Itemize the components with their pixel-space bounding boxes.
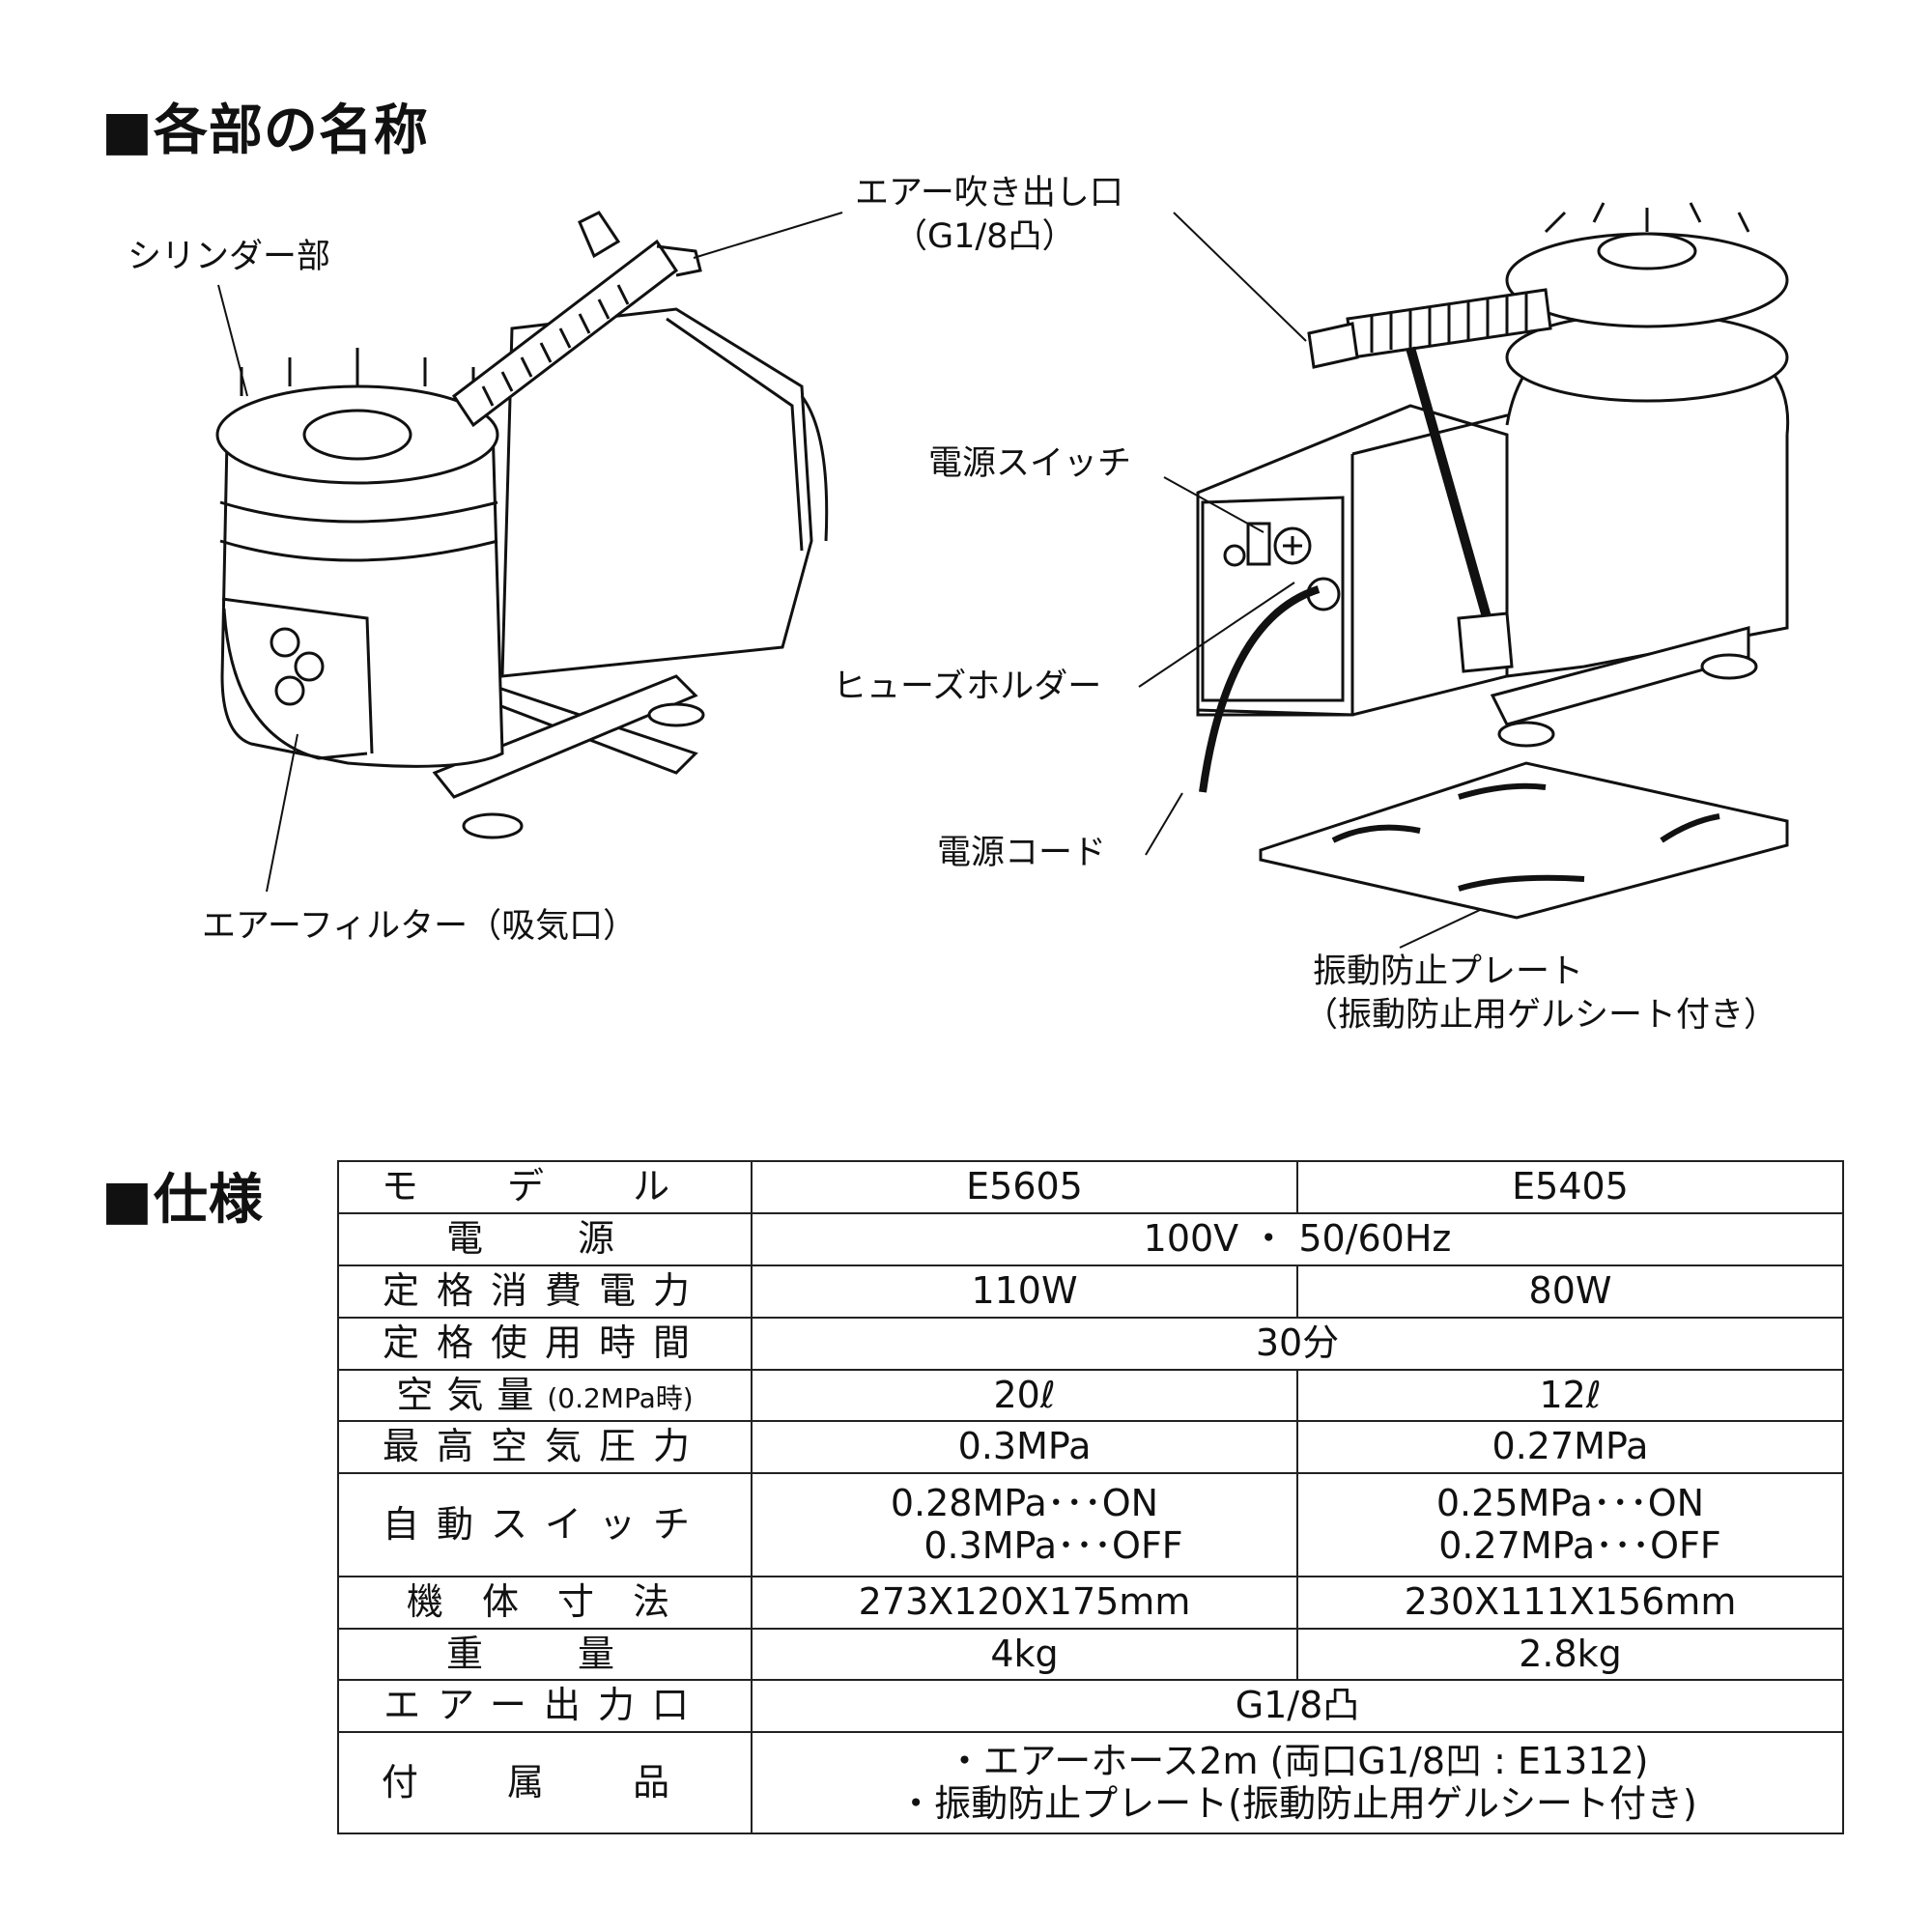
table-row: 電 源 100V ・ 50/60Hz xyxy=(337,1212,1844,1266)
e5405-off: 0.27MPa･･･OFF xyxy=(1438,1523,1721,1567)
label-fuse-holder: ヒューズホルダー xyxy=(833,668,1102,706)
label-air-outlet-sub: （G1/8凸） xyxy=(894,217,1076,256)
row-label-air-volume: 空気量(0.2MPa時) xyxy=(337,1369,753,1422)
e5405-on: 0.25MPa･･･ON xyxy=(1435,1481,1705,1524)
cell-accessories: ・エアーホース2m (両口G1/8凹 : E1312)・振動防止プレート(振動防… xyxy=(751,1731,1844,1834)
row-label-air-output: エアー出力口 xyxy=(337,1679,753,1733)
label-air-filter: エアーフィルター（吸気口） xyxy=(202,907,638,946)
row-label-rated-time: 定格使用時間 xyxy=(337,1317,753,1371)
accessory-item: ・振動防止プレート(振動防止用ゲルシート付き) xyxy=(897,1781,1697,1825)
label-power-switch: 電源スイッチ xyxy=(928,444,1132,483)
cell-e5405-consumption: 80W xyxy=(1296,1264,1844,1319)
table-row: 空気量(0.2MPa時) 20ℓ 12ℓ xyxy=(337,1369,1844,1422)
label-plate-sub: （振動防止用ゲルシート付き） xyxy=(1304,996,1778,1035)
cell-e5605-consumption: 110W xyxy=(751,1264,1298,1319)
row-label-dimensions: 機 体 寸 法 xyxy=(337,1576,753,1630)
e5605-off: 0.3MPa･･･OFF xyxy=(923,1523,1183,1567)
accessory-item: ・エアーホース2m (両口G1/8凹 : E1312) xyxy=(946,1739,1649,1782)
row-label-accessories: 付 属 品 xyxy=(337,1731,753,1834)
label-plate: 振動防止プレート xyxy=(1313,952,1584,991)
cell-e5605-air-volume: 20ℓ xyxy=(751,1369,1298,1422)
spec-heading: ■仕様 xyxy=(101,1169,264,1232)
cell-e5605-weight: 4kg xyxy=(751,1628,1298,1681)
table-row: モ デ ル E5605 E5405 xyxy=(337,1160,1844,1214)
row-label-power: 電 源 xyxy=(337,1212,753,1266)
row-label-consumption: 定格消費電力 xyxy=(337,1264,753,1319)
label-air-outlet: エアー吹き出し口 xyxy=(855,174,1123,213)
compressor-illustrations xyxy=(215,202,1790,949)
table-row: エアー出力口 G1/8凸 xyxy=(337,1679,1844,1733)
row-label-auto-switch: 自動スイッチ xyxy=(337,1472,753,1577)
table-row: 定格使用時間 30分 xyxy=(337,1317,1844,1371)
cell-power: 100V ・ 50/60Hz xyxy=(751,1212,1844,1266)
cell-e5605-dimensions: 273X120X175mm xyxy=(751,1576,1298,1630)
cell-e5405-air-volume: 12ℓ xyxy=(1296,1369,1844,1422)
cell-e5605-max-pressure: 0.3MPa xyxy=(751,1420,1298,1474)
cell-e5405-weight: 2.8kg xyxy=(1296,1628,1844,1681)
parts-heading: ■各部の名称 xyxy=(101,99,429,162)
table-row: 機 体 寸 法 273X120X175mm 230X111X156mm xyxy=(337,1576,1844,1630)
cell-e5405-model: E5405 xyxy=(1296,1160,1844,1214)
table-row: 最高空気圧力 0.3MPa 0.27MPa xyxy=(337,1420,1844,1474)
label-power-cord: 電源コード xyxy=(937,834,1107,872)
row-label-max-pressure: 最高空気圧力 xyxy=(337,1420,753,1474)
leader-lines xyxy=(217,212,1481,949)
air-volume-note: (0.2MPa時) xyxy=(547,1381,694,1414)
air-volume-label: 空気量 xyxy=(396,1373,548,1416)
cell-rated-time: 30分 xyxy=(751,1317,1844,1371)
label-cylinder: シリンダー部 xyxy=(128,238,331,276)
table-row: 付 属 品 ・エアーホース2m (両口G1/8凹 : E1312)・振動防止プレ… xyxy=(337,1731,1844,1834)
spec-table: モ デ ル E5605 E5405 電 源 100V ・ 50/60Hz 定格消… xyxy=(337,1160,1844,1834)
cell-e5405-max-pressure: 0.27MPa xyxy=(1296,1420,1844,1474)
row-label-weight: 重 量 xyxy=(337,1628,753,1681)
table-row: 重 量 4kg 2.8kg xyxy=(337,1628,1844,1681)
cell-e5605-model: E5605 xyxy=(751,1160,1298,1214)
left-compressor-drawing xyxy=(215,211,829,839)
cell-air-output: G1/8凸 xyxy=(751,1679,1844,1733)
right-compressor-drawing xyxy=(1196,202,1790,920)
cell-e5405-dimensions: 230X111X156mm xyxy=(1296,1576,1844,1630)
table-row: 定格消費電力 110W 80W xyxy=(337,1264,1844,1319)
e5605-on: 0.28MPa･･･ON xyxy=(890,1481,1159,1524)
row-label-model: モ デ ル xyxy=(337,1160,753,1214)
